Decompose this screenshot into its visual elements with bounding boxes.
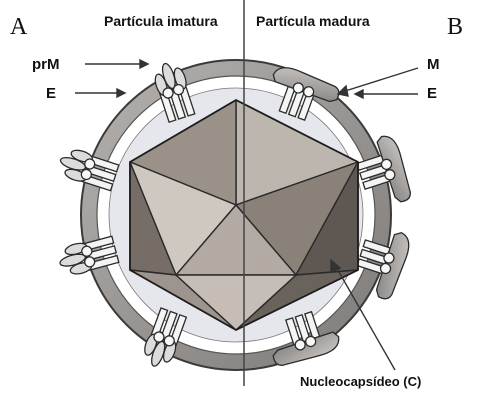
nucleocapsid-label: Nucleocapsídeo (C) — [300, 374, 421, 389]
m-protein-label: M — [427, 56, 440, 73]
panel-label-b: B — [447, 14, 463, 41]
mature-particle-title: Partícula madura — [256, 13, 370, 29]
immature-particle-title: Partícula imatura — [104, 13, 218, 29]
e-protein-label-left: E — [46, 85, 56, 102]
prm-label: prM — [32, 56, 60, 73]
e-protein-label-right: E — [427, 85, 437, 102]
panel-label-a: A — [10, 14, 27, 41]
